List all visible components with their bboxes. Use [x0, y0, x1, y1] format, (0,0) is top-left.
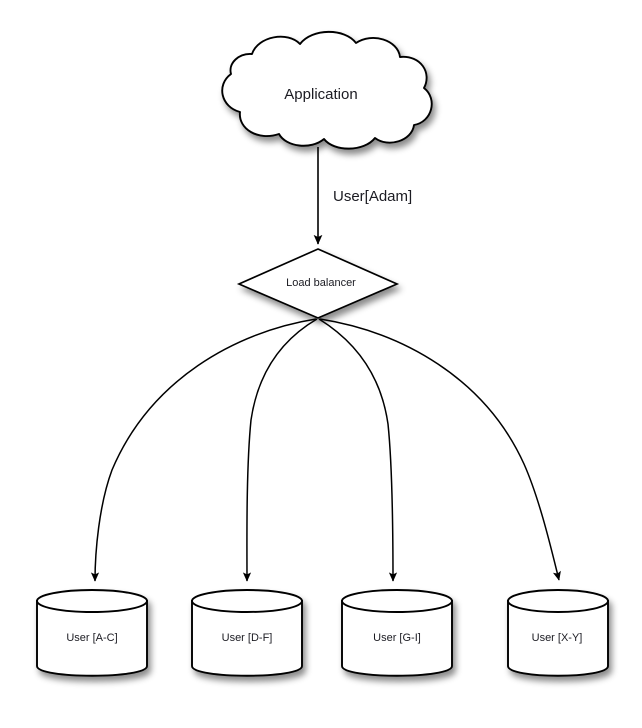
node-cylinder-db-2[interactable] — [341, 589, 453, 677]
diamond-shape — [236, 248, 400, 319]
edge-loadbalancer-to-db-0 — [90, 318, 317, 582]
edge-loadbalancer-to-db-1 — [242, 318, 318, 582]
cylinder-body-2 — [341, 600, 453, 677]
node-cylinder-db-1[interactable] — [191, 589, 303, 677]
cylinder-top-2 — [341, 589, 453, 613]
node-cloud-application[interactable] — [221, 31, 433, 150]
cylinder-top-3 — [507, 589, 609, 613]
node-diamond-loadbalancer[interactable] — [236, 248, 400, 319]
node-cylinder-db-3[interactable] — [507, 589, 609, 677]
cylinder-body-0 — [36, 600, 148, 677]
node-cylinder-db-0[interactable] — [36, 589, 148, 677]
cylinder-top-1 — [191, 589, 303, 613]
edge-loadbalancer-to-db-3 — [319, 318, 561, 581]
cylinder-top-0 — [36, 589, 148, 613]
edge-loadbalancer-to-db-2 — [318, 318, 398, 582]
cylinder-body-3 — [507, 600, 609, 677]
cloud-shape — [221, 31, 433, 150]
cylinder-body-1 — [191, 600, 303, 677]
